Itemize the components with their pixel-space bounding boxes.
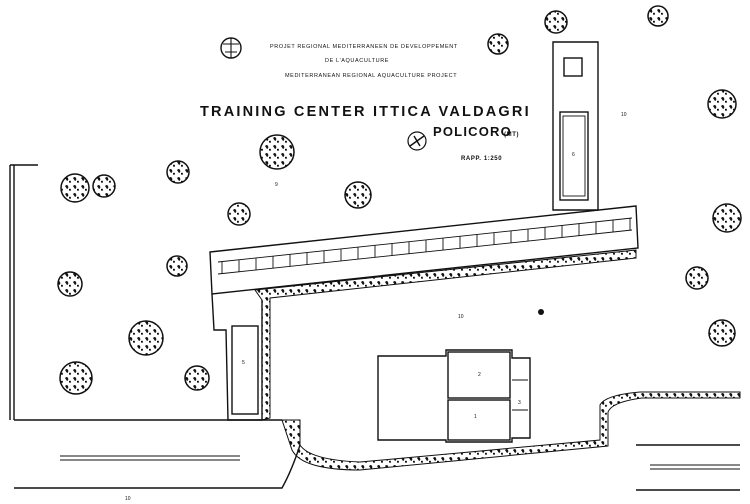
tree-icon (259, 134, 295, 170)
site-boundary (9, 164, 38, 420)
plan-title: TRAINING CENTER ITTICA VALDAGRI (200, 104, 531, 120)
tree-icon (544, 10, 568, 34)
tree-icon (59, 361, 93, 395)
trees (57, 5, 742, 395)
right-building: 6 10 (552, 41, 627, 211)
left-wing: 5 (211, 293, 263, 421)
label-area-10-center: 10 (458, 314, 464, 320)
tree-icon (128, 320, 164, 356)
place-name: POLICORO (433, 124, 512, 139)
tree-icon (166, 255, 188, 277)
label-building-2: 2 (478, 372, 481, 378)
tree-icon (685, 266, 709, 290)
label-area-10-right: 10 (621, 112, 627, 118)
label-building-1: 1 (474, 414, 477, 420)
emblem-icon (220, 37, 242, 59)
compass-icon (407, 131, 427, 151)
header-line-2: DE L'AQUACULTURE (325, 58, 389, 64)
header-line-3: MEDITERRANEAN REGIONAL AQUACULTURE PROJE… (285, 73, 457, 79)
tree-icon (92, 174, 116, 198)
tree-icon (227, 202, 251, 226)
scale-note: RAPP. 1:250 (461, 156, 502, 162)
tree-icon (487, 33, 509, 55)
label-tree-9: 9 (275, 182, 278, 188)
tree-icon (708, 319, 736, 347)
tree-icon (166, 160, 190, 184)
label-building-6: 6 (572, 152, 575, 158)
province-code: (MT) (504, 132, 519, 138)
tree-icon (712, 203, 742, 233)
tree-icon (60, 173, 90, 203)
well-marker (538, 309, 544, 315)
label-building-5: 5 (242, 360, 245, 366)
tree-icon (707, 89, 737, 119)
tree-icon (57, 271, 83, 297)
tree-icon (344, 181, 372, 209)
tree-icon (647, 5, 669, 27)
label-building-3: 3 (518, 400, 521, 406)
label-area-10-bottom: 10 (125, 496, 131, 502)
central-buildings: 2 1 3 10 (377, 309, 544, 443)
header-line-1: PROJET REGIONAL MEDITERRANEEN DE DEVELOP… (270, 44, 458, 50)
tree-icon (184, 365, 210, 391)
long-building (209, 205, 639, 295)
road: 10 (14, 419, 740, 502)
stone-wall (254, 249, 741, 471)
